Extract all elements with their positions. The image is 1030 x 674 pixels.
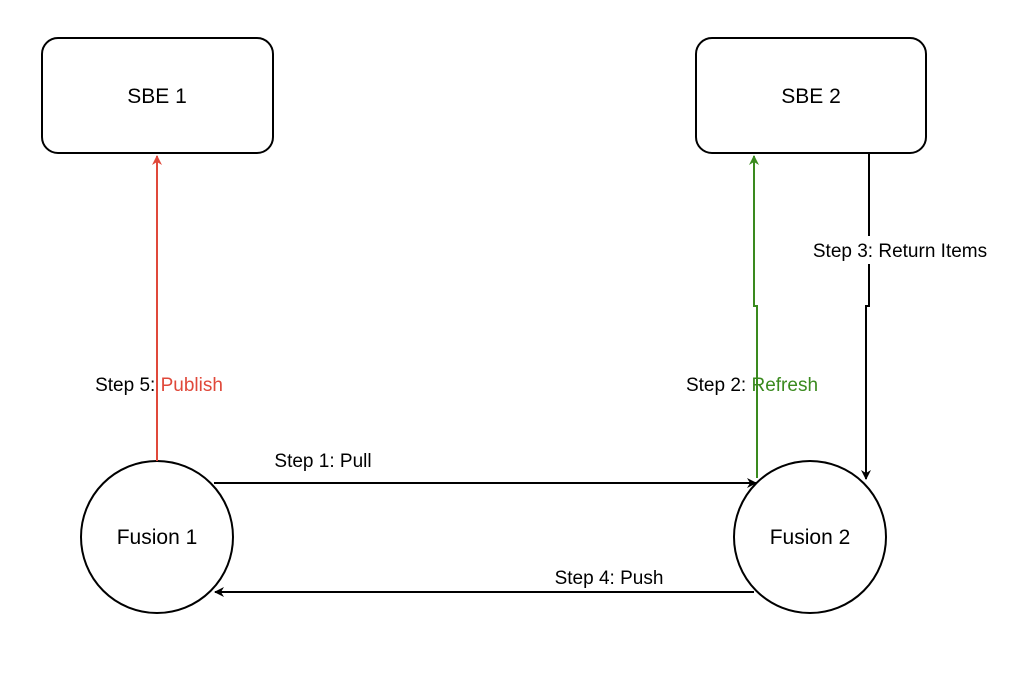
refresh-edge-label: Step 2: Refresh: [686, 375, 818, 396]
fusion2-circle: [733, 460, 887, 614]
sbe1-node: SBE 1: [41, 37, 274, 154]
sbe2-box: [695, 37, 927, 154]
fusion2-label: Fusion 2: [770, 526, 851, 549]
fusion2-node: Fusion 2: [733, 460, 887, 614]
sbe1-box: [41, 37, 274, 154]
publish-edge-label: Step 5: Publish: [95, 375, 223, 396]
refresh-action: Refresh: [751, 375, 818, 396]
return-items-label: Step 3: Return Items: [813, 241, 987, 262]
fusion1-node: Fusion 1: [80, 460, 234, 614]
refresh-step-prefix: Step 2:: [686, 375, 752, 396]
refresh-edge: Step 2: Refresh: [686, 155, 818, 478]
publish-step-prefix: Step 5:: [95, 375, 161, 396]
return-items-edge: Step 3: Return Items: [800, 153, 1000, 480]
sbe2-label: SBE 2: [781, 85, 841, 108]
sbe2-node: SBE 2: [695, 37, 927, 154]
publish-edge: Step 5: Publish: [95, 155, 223, 461]
pull-edge-label: Step 1: Pull: [274, 451, 371, 472]
push-edge-label: Step 4: Push: [555, 568, 664, 589]
refresh-arrow: [749, 155, 759, 478]
pull-edge: Step 1: Pull: [214, 451, 757, 488]
push-edge: Step 4: Push: [214, 568, 754, 597]
fusion1-label: Fusion 1: [117, 526, 198, 549]
publish-action: Publish: [161, 375, 223, 396]
return-items-arrow: [861, 153, 871, 480]
sbe1-label: SBE 1: [127, 85, 187, 108]
